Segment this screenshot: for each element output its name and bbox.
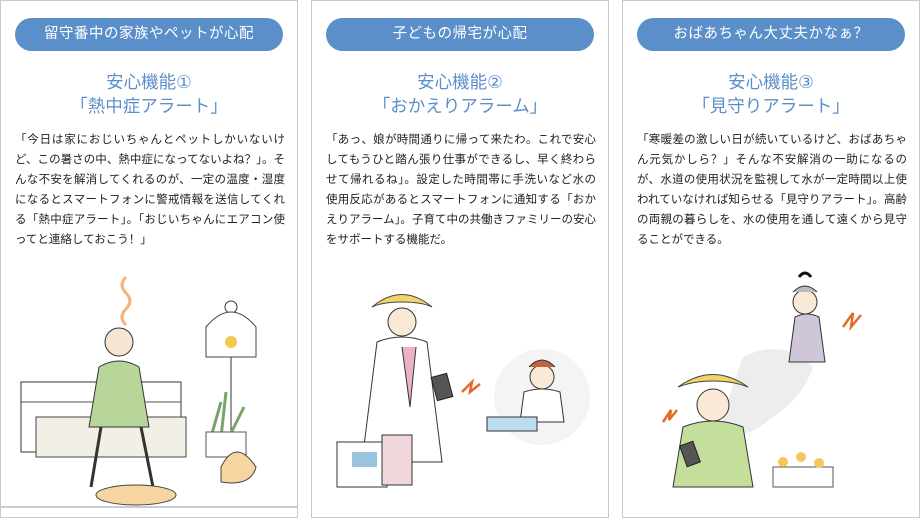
feature-card-welcome-home: 子どもの帰宅が心配 安心機能② 「おかえりアラーム」 「あっ、娘が時間通りに帰っ… <box>311 0 609 518</box>
feature-name: 「熱中症アラート」 <box>70 97 228 117</box>
feature-number: 安心機能③ <box>728 73 814 93</box>
feature-heading: 安心機能② 「おかえりアラーム」 <box>312 71 608 119</box>
feature-number: 安心機能② <box>417 73 503 93</box>
feature-heading: 安心機能③ 「見守りアラート」 <box>623 71 919 119</box>
mother-and-daughter-illustration <box>336 294 590 488</box>
feature-description: 「寒暖差の激しい日が続いているけど、おばあちゃん元気かしら？」そんな不安解消の一… <box>637 132 907 246</box>
concern-badge: 留守番中の家族やペットが心配 <box>15 18 283 51</box>
concern-badge: おばあちゃん大丈夫かなぁ？ <box>637 18 905 51</box>
feature-number: 安心機能① <box>106 73 192 93</box>
feature-card-heatstroke: 留守番中の家族やペットが心配 安心機能① 「熱中症アラート」 「今日は家におじい… <box>0 0 298 518</box>
feature-card-watch-alert: おばあちゃん大丈夫かなぁ？ 安心機能③ 「見守りアラート」 「寒暖差の激しい日が… <box>622 0 920 518</box>
feature-description: 「あっ、娘が時間通りに帰って来たわ。これで安心してもうひと踏ん張り仕事ができるし… <box>326 132 596 246</box>
feature-heading: 安心機能① 「熱中症アラート」 <box>1 71 297 119</box>
grandfather-with-pets-illustration <box>1 275 297 508</box>
feature-name: 「おかえりアラーム」 <box>372 97 548 117</box>
feature-name: 「見守りアラート」 <box>692 97 850 117</box>
grandmother-watch-illustration <box>661 271 862 488</box>
concern-badge: 子どもの帰宅が心配 <box>326 18 594 51</box>
feature-description: 「今日は家におじいちゃんとペットしかいないけど、この暑さの中、熱中症になってない… <box>15 132 285 246</box>
